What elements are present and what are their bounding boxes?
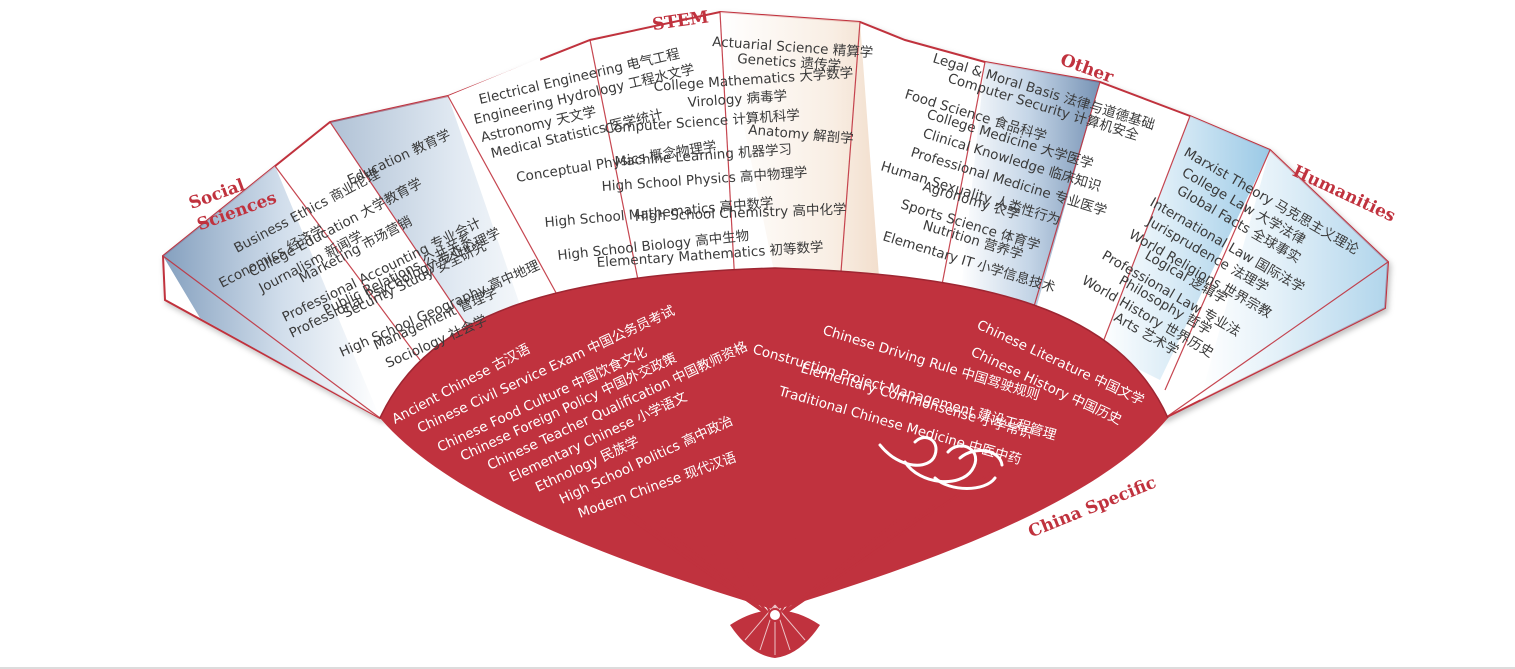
fan-handle: [730, 604, 820, 658]
subject-item: Genetics 遗传学: [737, 51, 842, 74]
fan-ribs: [559, 469, 996, 621]
china-band: [379, 267, 1169, 610]
subject-item: Virology 病毒学: [687, 88, 787, 111]
bottom-divider: [0, 667, 1515, 669]
fan-pleats: [162, 11, 1389, 419]
cloud-icon: [878, 436, 1004, 490]
